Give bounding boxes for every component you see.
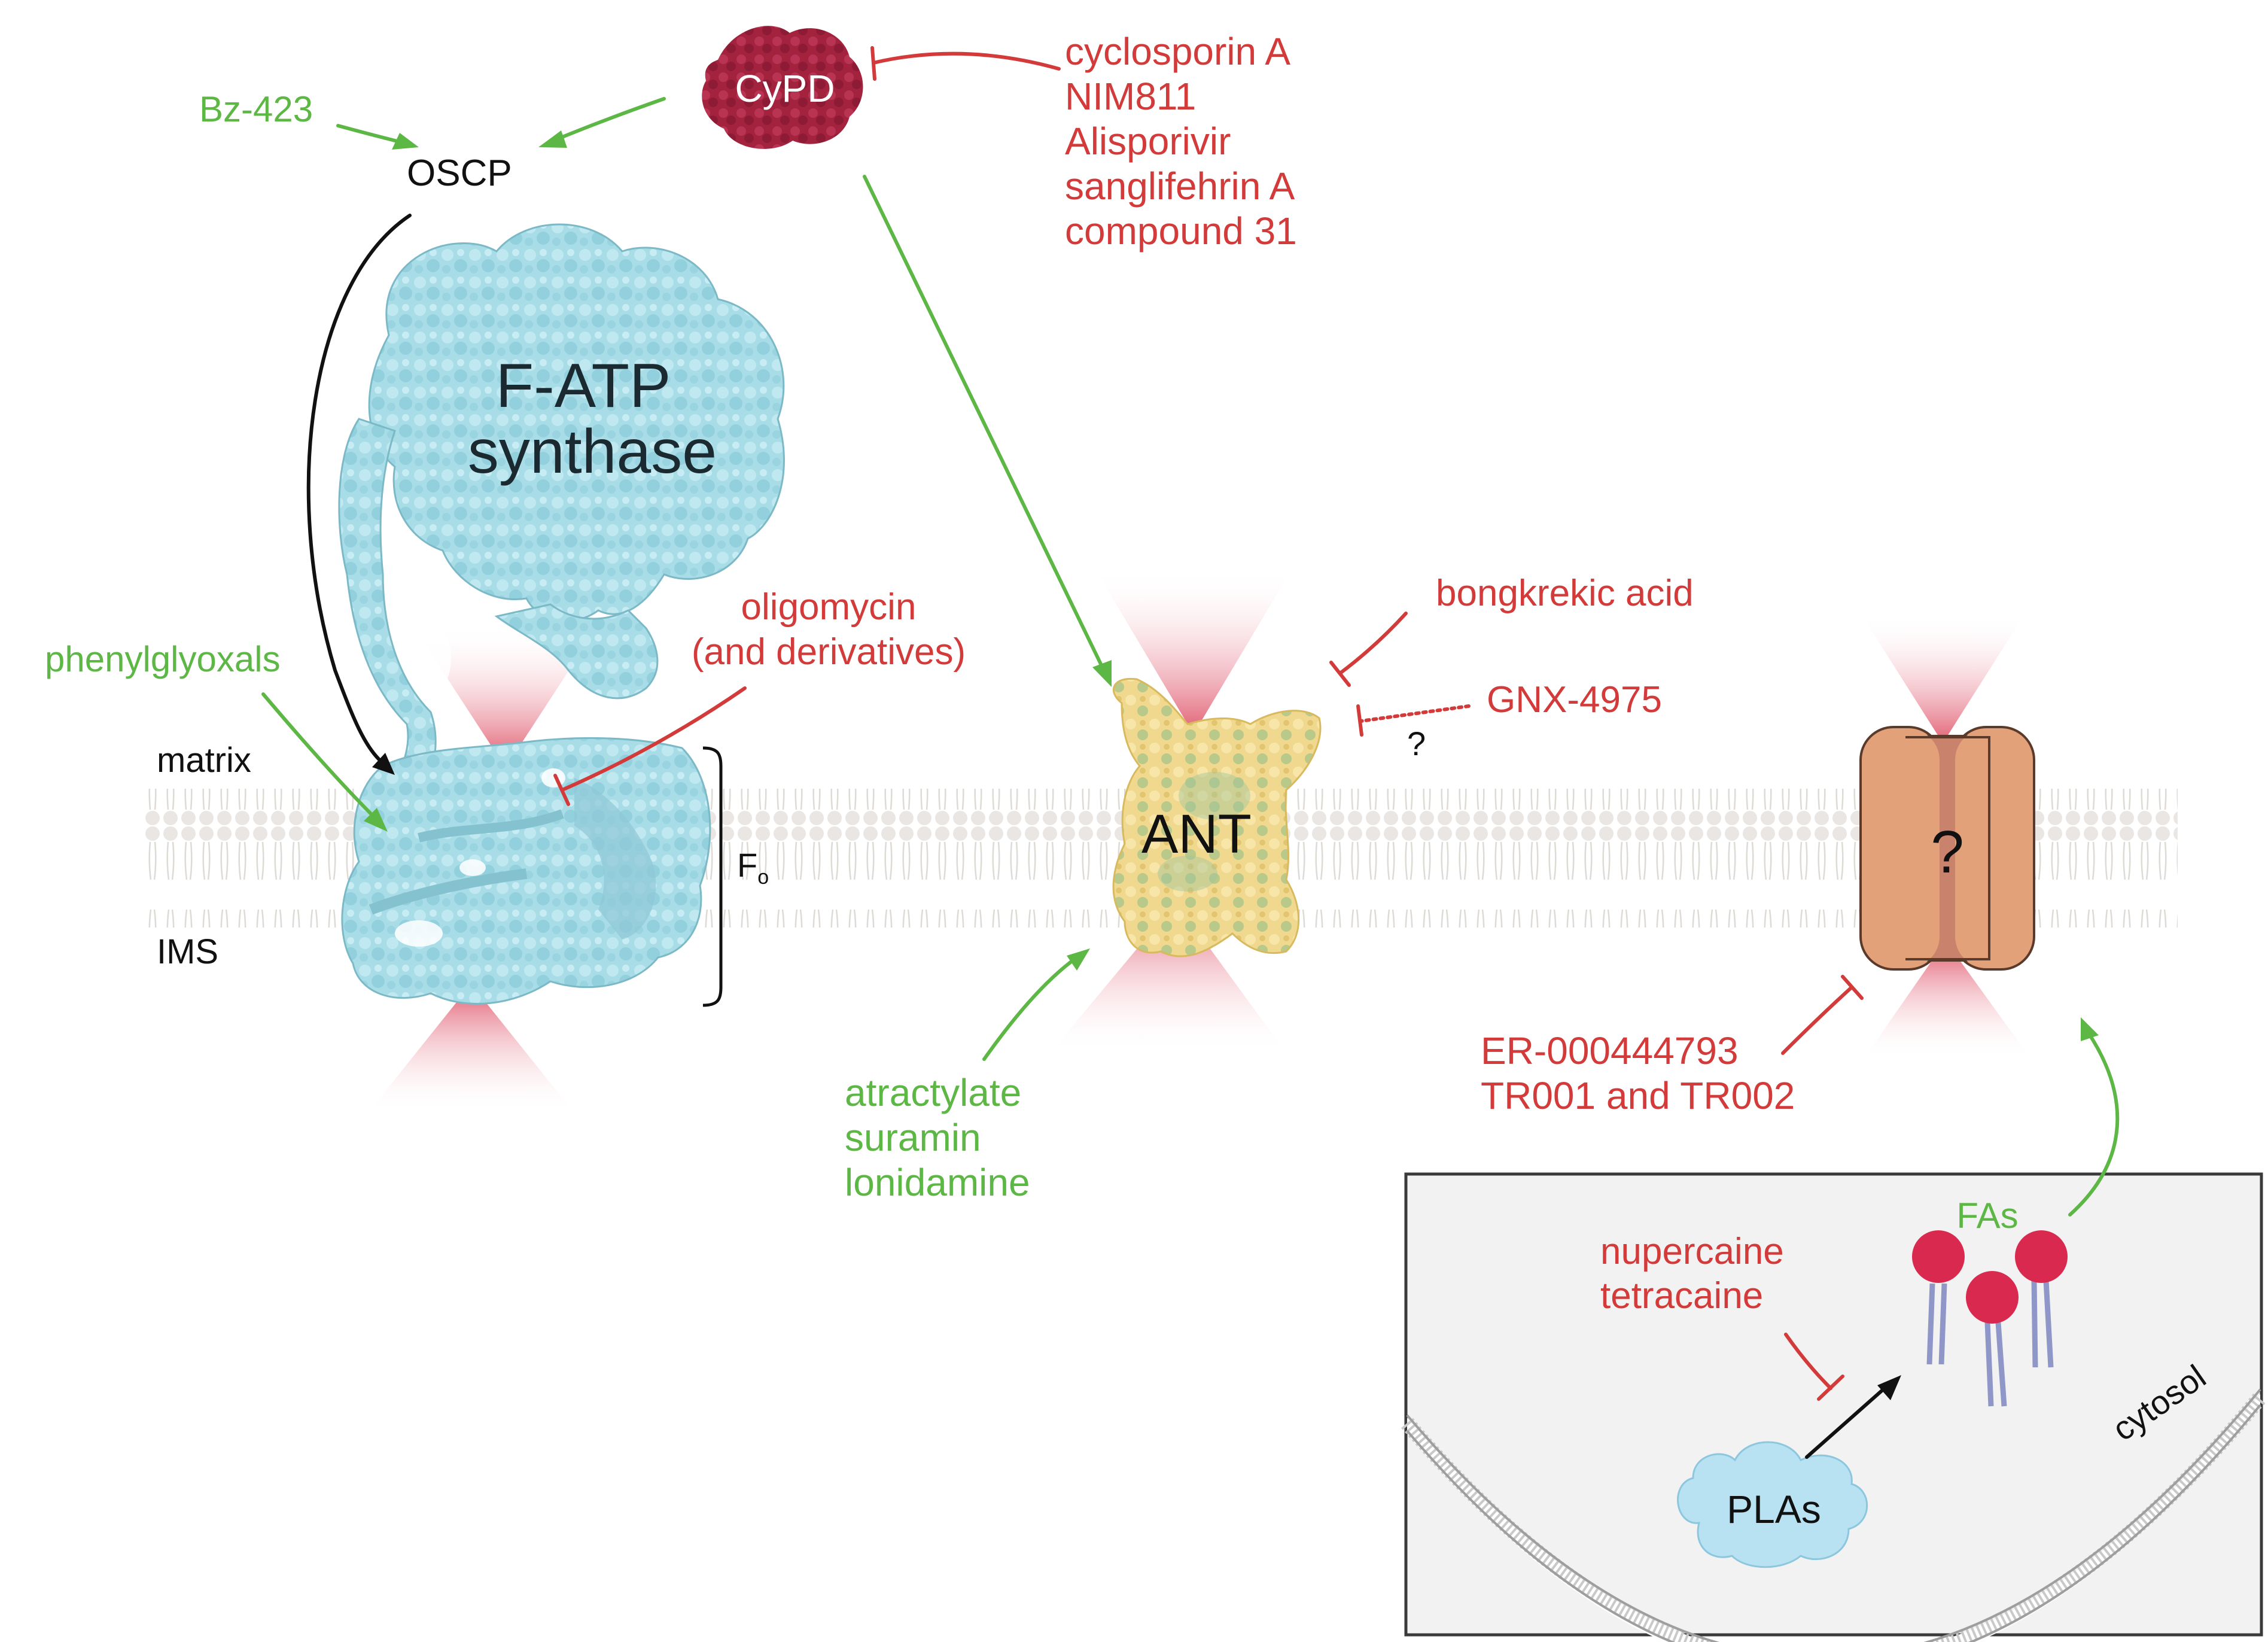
cypd-blob-icon: [702, 26, 863, 149]
text-labels: Bz-423 OSCP CyPD F-ATP synthase phenylgl…: [45, 30, 2212, 1531]
inhibit-bongkrekic-to-ant: [1338, 612, 1408, 675]
pla-inhibitor-item: tetracaine: [1600, 1275, 1763, 1316]
cyp-inhibitor-item: Alisporivir: [1065, 120, 1231, 163]
pla-cloud-icon: [1677, 1441, 1868, 1568]
arrow-oscp-to-fo: [306, 214, 412, 765]
fatp-pore-cone-lower: [368, 993, 574, 1113]
label-oligomycin: oligomycin: [741, 586, 917, 628]
fatty-acid-icon: [2015, 1230, 2068, 1368]
inhibit-cyp-to-cypd: [872, 51, 1061, 71]
label-gnx-question: ?: [1407, 725, 1426, 762]
label-phenylglyoxals: phenylglyoxals: [45, 639, 281, 679]
label-cypd: CyPD: [735, 67, 835, 110]
f-atp-synthase-icon: [338, 223, 785, 1005]
ant-pore-cone-lower: [1050, 910, 1286, 1053]
label-matrix: matrix: [157, 741, 251, 780]
inhibit-channel-inhibitors-to-channel: [1781, 986, 1853, 1055]
ant-activator-item: atractylate: [845, 1071, 1021, 1114]
channel-pore-cone-lower: [1864, 951, 2031, 1059]
arrow-fas-to-channel: [2068, 1030, 2120, 1217]
cyp-inhibitor-item: sanglifehrin A: [1065, 165, 1295, 208]
label-oligomycin-sub: (and derivatives): [692, 631, 966, 673]
pore-cones: [368, 568, 2031, 1113]
ant-activator-item: lonidamine: [845, 1161, 1030, 1204]
inhibit-gnx-to-ant: [1359, 704, 1471, 723]
label-channel-question: ?: [1931, 819, 1964, 886]
channel-inhibitor-item: ER-000444793: [1481, 1029, 1739, 1072]
unknown-channel-icon: [1859, 726, 2035, 971]
inhibit-oligomycin-to-fo: [561, 686, 747, 792]
label-oscp: OSCP: [407, 153, 512, 194]
fatty-acid-group: [1912, 1230, 2068, 1407]
fatp-pore-cone-upper: [413, 625, 598, 754]
inhibit-pla-inhibitors-to-plas: [1784, 1333, 1832, 1390]
arrow-phenylglyoxals-to-fatp: [261, 692, 379, 822]
cyp-inhibitor-item: compound 31: [1065, 209, 1297, 253]
fatty-acid-icon: [1966, 1271, 2019, 1407]
label-fatp-line2: synthase: [468, 417, 717, 486]
arrow-cypd-to-ant: [863, 175, 1106, 672]
label-fo: Fo: [737, 846, 769, 889]
fatty-acid-icon: [1912, 1230, 1965, 1365]
label-plas: PLAs: [1727, 1487, 1821, 1531]
channel-inhibitor-item: TR001 and TR002: [1481, 1074, 1795, 1117]
label-fas: FAs: [1956, 1196, 2018, 1236]
ant-activator-item: suramin: [845, 1116, 981, 1159]
label-bz423: Bz-423: [199, 89, 313, 129]
arrow-plas-to-fas: [1805, 1386, 1886, 1459]
label-gnx4975: GNX-4975: [1487, 679, 1662, 720]
ant-pore-cone-upper: [1095, 568, 1292, 724]
interaction-arrows: [261, 46, 2120, 1459]
label-ims: IMS: [157, 932, 218, 971]
ant-activator-list: atractylate suramin lonidamine: [845, 1071, 1030, 1204]
channel-pore-cone-upper: [1861, 613, 2025, 736]
label-fatp-line1: F-ATP: [496, 351, 671, 421]
arrow-cypd-to-oscp: [552, 97, 666, 142]
pla-inhibitor-list: nupercaine tetracaine: [1600, 1231, 1784, 1316]
cyp-inhibitor-list: cyclosporin A NIM811 Alisporivir sanglif…: [1065, 30, 1297, 253]
cyp-inhibitor-item: cyclosporin A: [1065, 30, 1290, 73]
arrow-ant-activators-to-ant: [982, 956, 1079, 1061]
label-ant: ANT: [1141, 804, 1252, 865]
pla-inhibitor-item: nupercaine: [1600, 1231, 1784, 1272]
label-bongkrekic-acid: bongkrekic acid: [1436, 573, 1694, 614]
fo-bracket: [702, 746, 723, 1007]
ant-protein-icon: [1112, 677, 1322, 957]
cyp-inhibitor-item: NIM811: [1065, 75, 1196, 118]
channel-inhibitor-list: ER-000444793 TR001 and TR002: [1481, 1029, 1795, 1117]
cytosol-inset: [1401, 1172, 2267, 1642]
